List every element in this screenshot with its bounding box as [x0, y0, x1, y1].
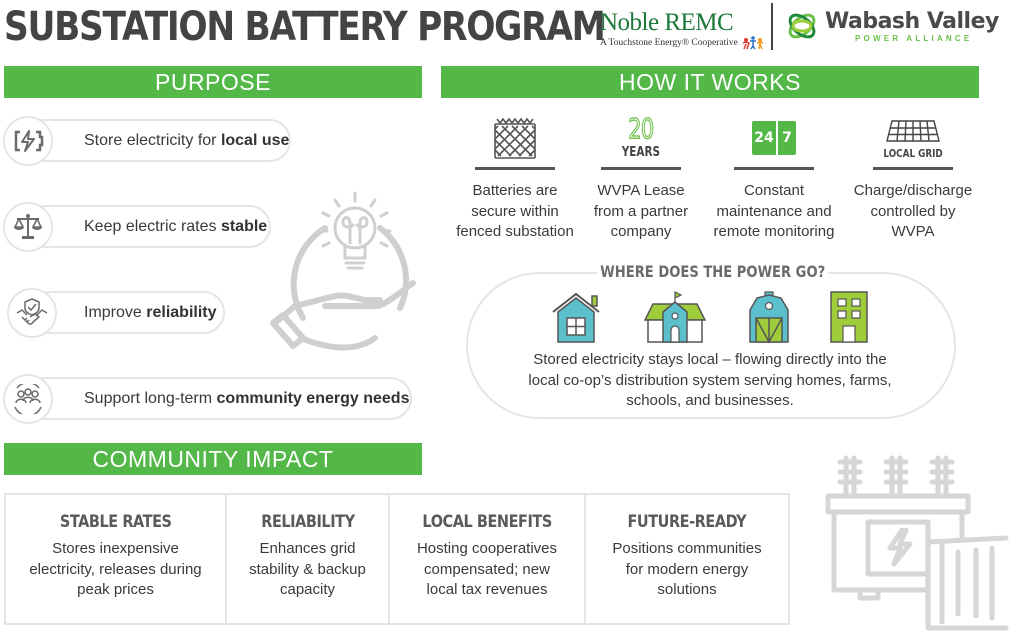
noble-remc-tagline: A Touchstone Energy® Cooperative — [600, 36, 764, 50]
twenty-four-seven-icon: 24 7 — [752, 121, 796, 155]
hiw-divider — [734, 167, 814, 170]
battery-bolt-icon — [3, 116, 53, 166]
twenty-years-label: YEARS — [621, 145, 661, 160]
purpose-item-bold: reliability — [146, 303, 217, 321]
impact-title: FUTURE-READY — [627, 512, 747, 532]
noble-remc-tagline-text: A Touchstone Energy® Cooperative — [600, 38, 738, 49]
where-power-goes-heading: WHERE DOES THE POWER GO? — [597, 262, 829, 281]
purpose-item-reliability: Improve reliability — [24, 291, 225, 334]
impact-title: RELIABILITY — [260, 512, 355, 532]
grid-panel-icon — [886, 120, 940, 142]
school-icon — [643, 291, 707, 343]
twenty-four-label: 24 — [752, 121, 776, 155]
community-people-icon — [3, 374, 53, 424]
local-grid-label: LOCAL GRID — [883, 147, 943, 160]
handshake-shield-icon — [7, 288, 57, 338]
purpose-item-text: Store electricity for — [84, 131, 221, 149]
touchstone-people-icon — [742, 36, 764, 50]
community-impact-heading: COMMUNITY IMPACT — [4, 443, 422, 475]
hiw-divider — [601, 167, 681, 170]
seven-label: 7 — [778, 121, 796, 155]
impact-title: STABLE RATES — [59, 512, 172, 532]
purpose-item-bold: local use — [220, 131, 290, 149]
wabash-valley-name: Wabash Valley — [825, 8, 999, 34]
logo-divider — [771, 3, 773, 50]
purpose-item-community: Support long-term community energy needs — [24, 377, 412, 420]
impact-title: LOCAL BENEFITS — [422, 512, 552, 532]
purpose-item-text: Support long-term — [84, 389, 217, 407]
where-power-goes-text: Stored electricity stays local – flowing… — [528, 351, 892, 409]
purpose-item-text: Improve — [84, 303, 147, 321]
purpose-item-bold: community energy needs — [216, 389, 410, 407]
wabash-valley-subtitle: POWER ALLIANCE — [855, 33, 973, 43]
scales-icon — [3, 202, 53, 252]
barn-icon — [749, 291, 789, 344]
noble-remc-logo: Noble REMC A Touchstone Energy® Cooperat… — [600, 10, 764, 50]
wabash-valley-swirl-icon — [788, 13, 816, 39]
purpose-item-bold: stable — [220, 217, 268, 235]
local-grid-icon: LOCAL GRID — [843, 110, 983, 160]
hiw-divider — [873, 167, 953, 170]
business-building-icon — [830, 291, 868, 343]
purpose-item-stable: Keep electric rates stable — [24, 205, 271, 248]
fence-icon — [494, 118, 536, 159]
wabash-valley-logo: Wabash Valley POWER ALLIANCE — [784, 8, 999, 44]
twenty-years-number: 20 — [628, 112, 655, 145]
house-icon — [552, 292, 600, 343]
noble-remc-name: Noble REMC — [600, 9, 734, 36]
purpose-heading: PURPOSE — [4, 66, 422, 98]
hiw-divider — [475, 167, 555, 170]
purpose-item-local-use: Store electricity for local use — [24, 119, 291, 162]
twenty-years-icon: 20 YEARS — [571, 110, 711, 160]
page-title: SUBSTATION BATTERY PROGRAM — [4, 4, 606, 50]
purpose-item-text: Keep electric rates — [84, 217, 221, 235]
transformer-battery-container-icon — [825, 455, 1009, 631]
how-it-works-heading: HOW IT WORKS — [441, 66, 979, 98]
hand-lightbulb-icon — [270, 191, 416, 351]
